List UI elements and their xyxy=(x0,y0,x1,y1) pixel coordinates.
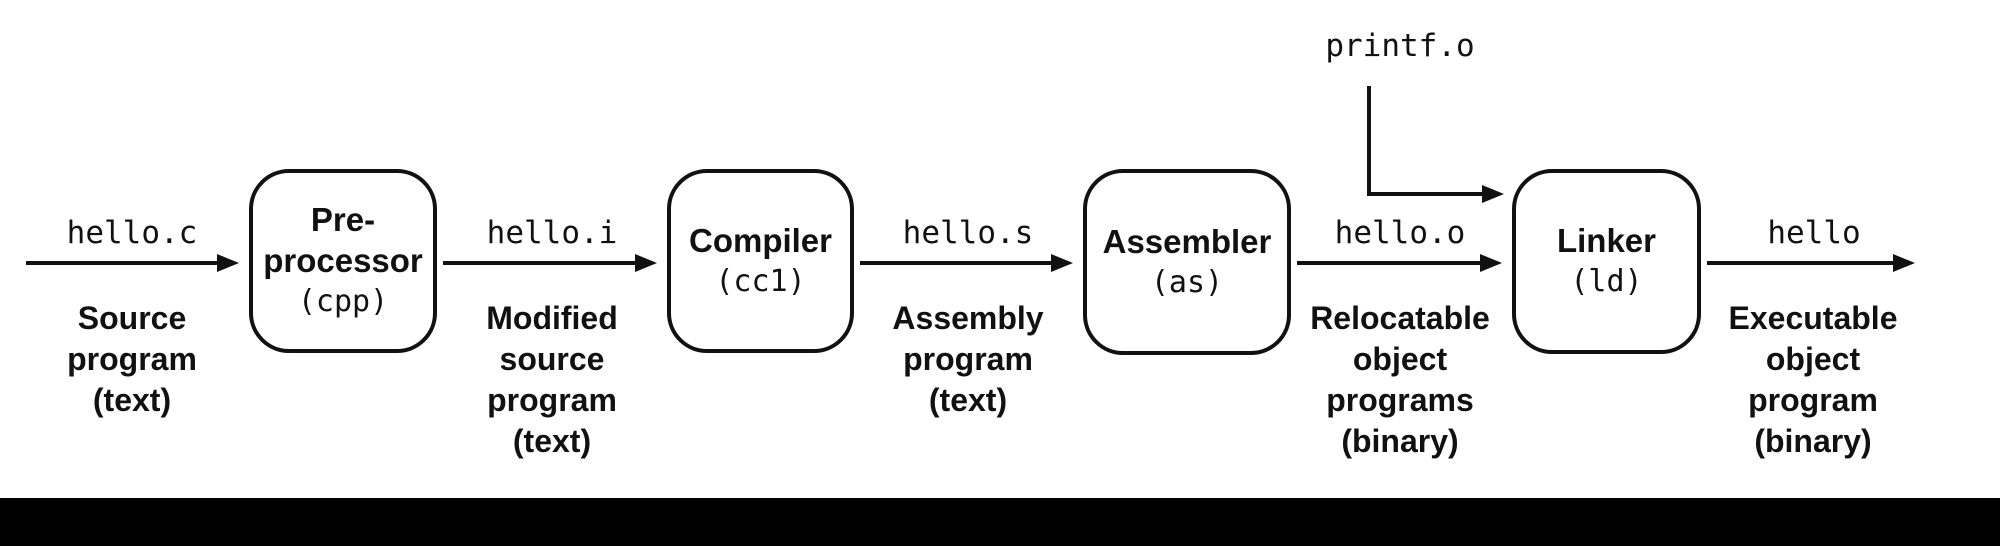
node-compiler: Compiler (cc1) xyxy=(667,169,854,353)
printf-branch-horizontal-line xyxy=(1367,192,1486,196)
node-preprocessor: Pre- processor (cpp) xyxy=(249,169,437,353)
flow-line-assembly xyxy=(860,261,1055,265)
arrow-right-icon xyxy=(217,254,239,272)
node-preprocessor-name: Pre- processor xyxy=(263,201,423,279)
file-label-printf-o: printf.o xyxy=(1325,28,1475,64)
node-compiler-tool: (cc1) xyxy=(715,263,806,299)
arrow-right-icon xyxy=(635,254,657,272)
file-label-hello-i: hello.i xyxy=(486,215,618,251)
file-label-hello-o: hello.o xyxy=(1334,215,1466,251)
file-label-hello: hello xyxy=(1767,215,1861,251)
bottom-black-bar xyxy=(0,498,2000,546)
flow-line-modified-source xyxy=(443,261,639,265)
printf-branch-vertical-line xyxy=(1367,86,1371,196)
caption-source-program: Source program (text) xyxy=(67,300,197,418)
arrow-right-icon xyxy=(1480,254,1502,272)
flow-line-relocatable xyxy=(1297,261,1484,265)
node-linker-name: Linker xyxy=(1556,222,1657,259)
arrow-right-icon xyxy=(1893,254,1915,272)
node-preprocessor-tool: (cpp) xyxy=(297,284,389,319)
node-assembler-tool: (as) xyxy=(1150,264,1224,300)
flow-line-executable xyxy=(1707,261,1897,265)
node-compiler-name: Compiler xyxy=(688,221,833,259)
flow-line-source xyxy=(26,261,221,265)
arrow-right-icon xyxy=(1051,254,1073,272)
node-assembler-name: Assembler xyxy=(1102,222,1272,260)
file-label-hello-s: hello.s xyxy=(902,215,1034,251)
caption-modified-source-program: Modified source program (text) xyxy=(486,300,618,459)
node-linker: Linker (ld) xyxy=(1512,169,1701,354)
caption-assembly-program: Assembly program (text) xyxy=(892,300,1044,418)
node-linker-tool: (ld) xyxy=(1570,264,1643,299)
caption-executable-object-program: Executable object program (binary) xyxy=(1728,300,1898,459)
arrow-right-icon xyxy=(1482,185,1504,203)
caption-relocatable-object-programs: Relocatable object programs (binary) xyxy=(1310,300,1490,459)
file-label-hello-c: hello.c xyxy=(66,215,198,251)
node-assembler: Assembler (as) xyxy=(1083,169,1291,355)
